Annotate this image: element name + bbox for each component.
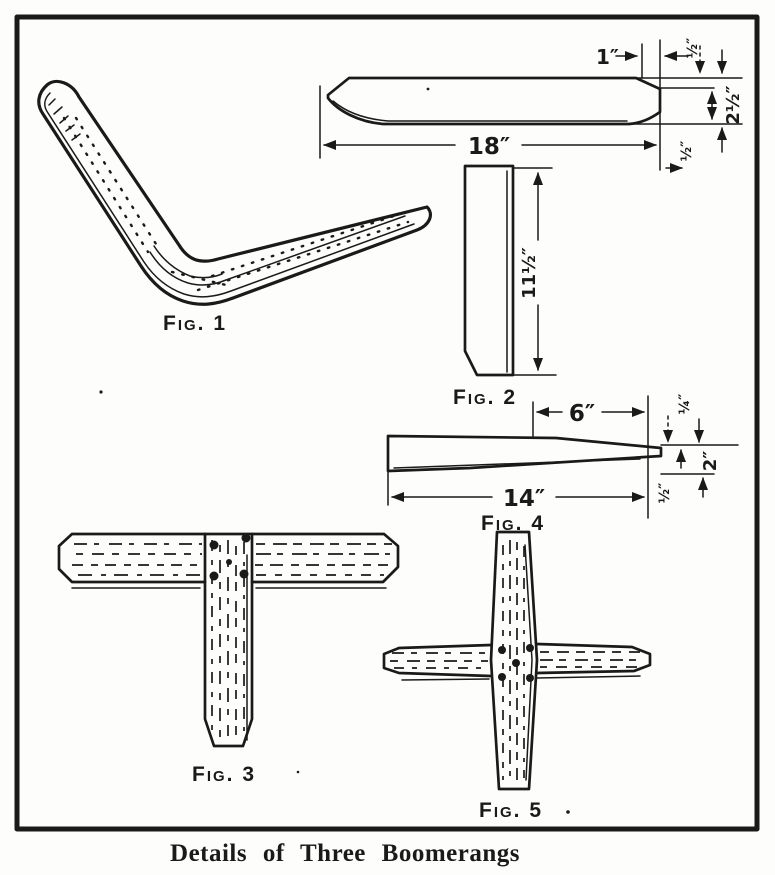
fig5-caption: Fig. 5 (479, 799, 543, 822)
fig3-stem-outline (203, 532, 254, 748)
fig2-length-label: 11½″ (519, 247, 540, 299)
fig5-right-wing-outline (535, 642, 652, 675)
blade18-length-label: 18″ (468, 134, 510, 160)
fig1-stipple-texture (62, 116, 410, 292)
blade18-tip-taper-label: 1″ (596, 45, 619, 69)
fig4-bottom-offset-label: ½″ (657, 483, 673, 504)
fig5-rivets (498, 644, 534, 682)
fig3-rivets (209, 533, 251, 581)
fig2-caption: Fig. 2 (453, 386, 517, 409)
fig1-outline (37, 79, 432, 306)
fig2-dimension-lines (513, 167, 557, 376)
figure-2: 11½″ Fig. 2 (453, 164, 557, 409)
fig4-length-label: 14″ (503, 486, 545, 512)
blade18-dimension-lines (319, 39, 743, 173)
fig3-caption: Fig. 3 (192, 763, 256, 786)
scan-speckles (99, 87, 570, 814)
blade18-bottom-offset-label: ½″ (679, 141, 695, 162)
blade-18in-plan: 1″ ½″ 2½″ 18″ ½″ (319, 38, 744, 173)
figure-3: Fig. 3 (57, 532, 400, 786)
blade18-edge-line (332, 100, 628, 122)
fig4-top-offset-label: ¼″ (677, 394, 693, 415)
fig3-cross-arm-outline (57, 532, 400, 584)
blade18-outline (326, 76, 662, 126)
fig4-half-length-label: 6″ (569, 401, 595, 427)
fig2-outline (463, 164, 515, 377)
fig4-dimension-lines (387, 395, 739, 519)
plate-border (14, 14, 760, 832)
figure-5: Fig. 5 (382, 530, 652, 822)
fig1-caption: Fig. 1 (163, 312, 227, 335)
fig3-wood-grain (72, 540, 392, 742)
fig5-vertical-slat-edge-line (524, 544, 533, 781)
fig5-wing-edge-lines (401, 675, 641, 681)
blade18-top-offset-label: ½″ (685, 38, 701, 59)
fig4-edge-line (393, 458, 641, 469)
fig5-wood-grain (390, 540, 644, 784)
fig5-left-wing-outline (382, 643, 493, 678)
fig4-caption: Fig. 4 (481, 512, 545, 535)
fig5-vertical-slat-outline (489, 530, 539, 791)
fig4-width-label: 2″ (700, 451, 721, 472)
figure-1: Fig. 1 (37, 79, 432, 335)
page-title: Details of Three Boomerangs (170, 840, 520, 867)
figure-4: 6″ ¼″ 2″ 14″ ½″ Fig. 4 (386, 394, 739, 535)
blade18-width-label: 2½″ (723, 85, 744, 124)
fig4-outline (386, 434, 663, 473)
fig1-lamination-lines (44, 92, 415, 298)
